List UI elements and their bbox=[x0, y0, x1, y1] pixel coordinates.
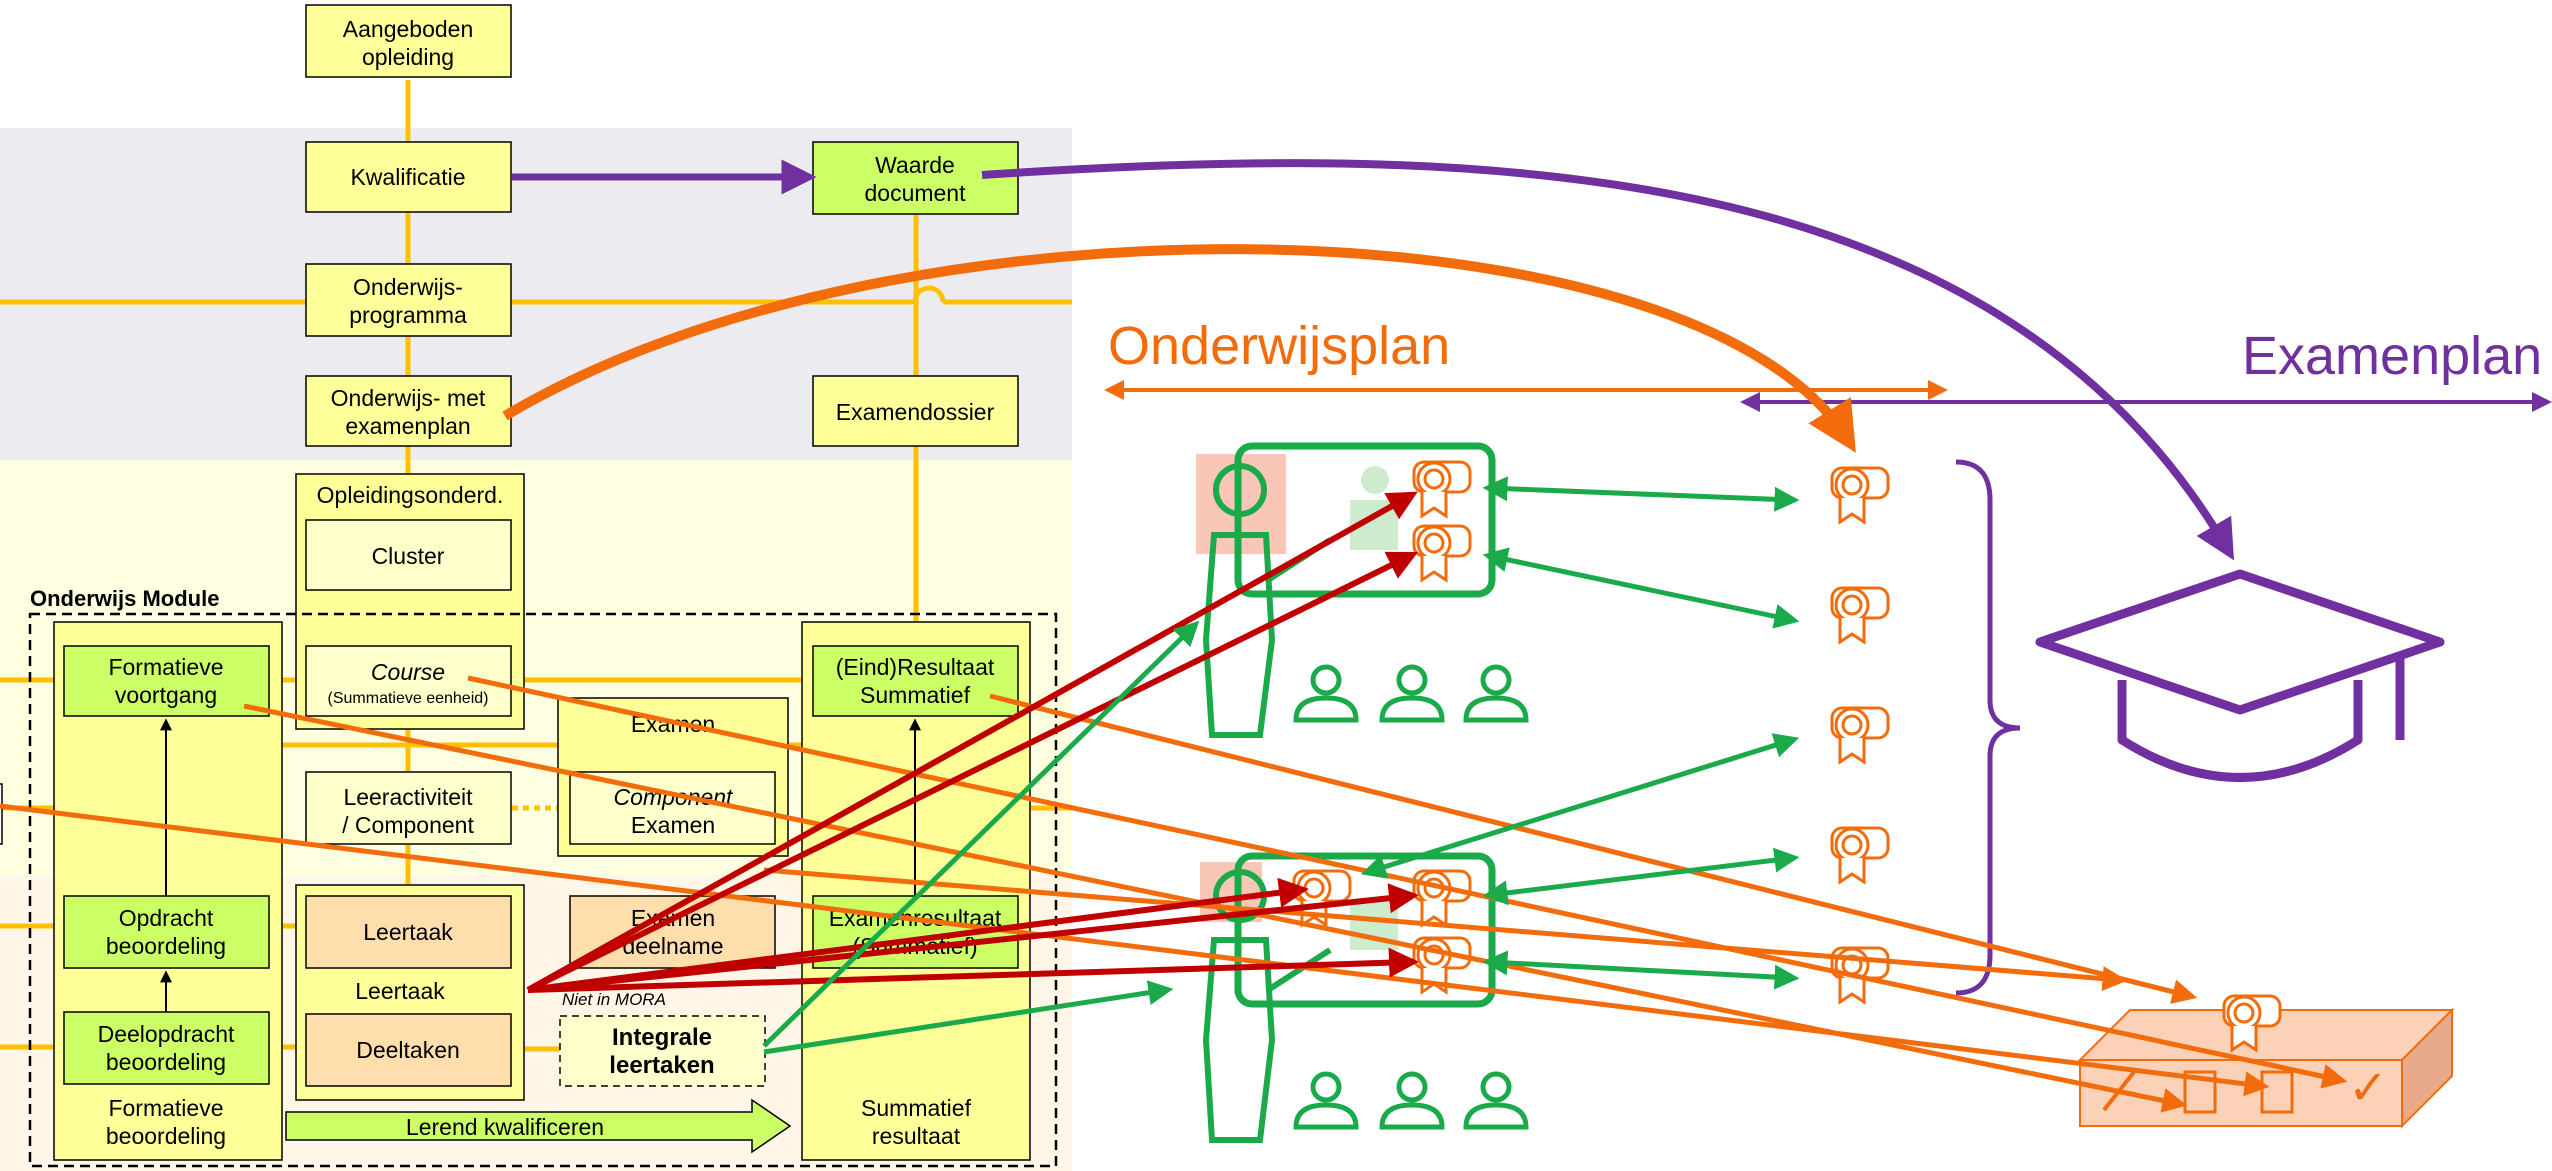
leertaak-group-label: Leertaak bbox=[355, 978, 445, 1004]
left-edge-box bbox=[0, 783, 3, 845]
opleidingsonderdeel-label: Opleidingsonderd. bbox=[317, 482, 504, 508]
onderwijsplan-heading: Onderwijsplan bbox=[1108, 316, 1450, 376]
svg-text:Onderwijs-programma: Onderwijs-programma bbox=[349, 274, 467, 328]
lerend-kwalificeren-arrow: Lerend kwalificeren bbox=[285, 1098, 792, 1154]
certificate-icon bbox=[1412, 869, 1472, 927]
course-box: Course (Summatieve eenheid) bbox=[305, 645, 512, 717]
exam-box-icon: ✓ bbox=[2077, 994, 2455, 1129]
onderwijs-module-group bbox=[28, 612, 1058, 1168]
students-icon bbox=[1296, 667, 1526, 720]
svg-text:Leeractiviteit/ Component: Leeractiviteit/ Component bbox=[342, 784, 474, 838]
red-links bbox=[526, 491, 1419, 993]
svg-text:Lerend kwalificeren: Lerend kwalificeren bbox=[406, 1114, 604, 1140]
green-links bbox=[762, 476, 1800, 1055]
deeltaken-box: Deeltaken bbox=[305, 1013, 512, 1087]
svg-text:Cluster: Cluster bbox=[372, 543, 445, 569]
svg-text:Course: Course bbox=[371, 659, 445, 685]
certificate-icon bbox=[1830, 826, 1890, 884]
cluster-box: Cluster bbox=[305, 519, 512, 591]
certificate-icon bbox=[1412, 460, 1472, 518]
niet-in-mora-label: Niet in MORA bbox=[562, 990, 666, 1009]
internal-arrows bbox=[160, 718, 921, 1012]
students-icon bbox=[1296, 1074, 1526, 1127]
teacher-at-board-icon bbox=[1196, 442, 1496, 738]
svg-text:Examendossier: Examendossier bbox=[836, 399, 995, 425]
curly-brace bbox=[1955, 459, 2021, 996]
svg-text:Leertaak: Leertaak bbox=[363, 919, 453, 945]
svg-text:(Summatieve eenheid): (Summatieve eenheid) bbox=[328, 690, 489, 707]
kwalificatie-box: Kwalificatie bbox=[305, 141, 512, 213]
certificate-icon bbox=[1830, 586, 1890, 644]
svg-text:Deeltaken: Deeltaken bbox=[356, 1037, 460, 1063]
onderwijs-module-label: Onderwijs Module bbox=[30, 586, 219, 611]
certificate-icon bbox=[1830, 706, 1890, 764]
examenplan-to-certificate-arrow bbox=[502, 244, 1856, 453]
certificate-icon bbox=[1412, 524, 1472, 582]
orange-links bbox=[0, 675, 2348, 1113]
examendossier-box: Examendossier bbox=[812, 375, 1019, 447]
graduation-cap-icon bbox=[2035, 569, 2445, 782]
leeractiviteit-box: Leeractiviteit/ Component bbox=[305, 771, 512, 845]
leertaak-box: Leertaak bbox=[305, 895, 512, 969]
svg-text:Kwalificatie: Kwalificatie bbox=[350, 164, 465, 190]
certificate-icon bbox=[1830, 466, 1890, 524]
onderwijsprogramma-box: Onderwijs-programma bbox=[305, 263, 512, 337]
svg-text:✓: ✓ bbox=[2348, 1062, 2388, 1115]
waarde-to-cap-arrow bbox=[981, 159, 2235, 561]
examenplan-heading: Examenplan bbox=[2242, 326, 2542, 386]
